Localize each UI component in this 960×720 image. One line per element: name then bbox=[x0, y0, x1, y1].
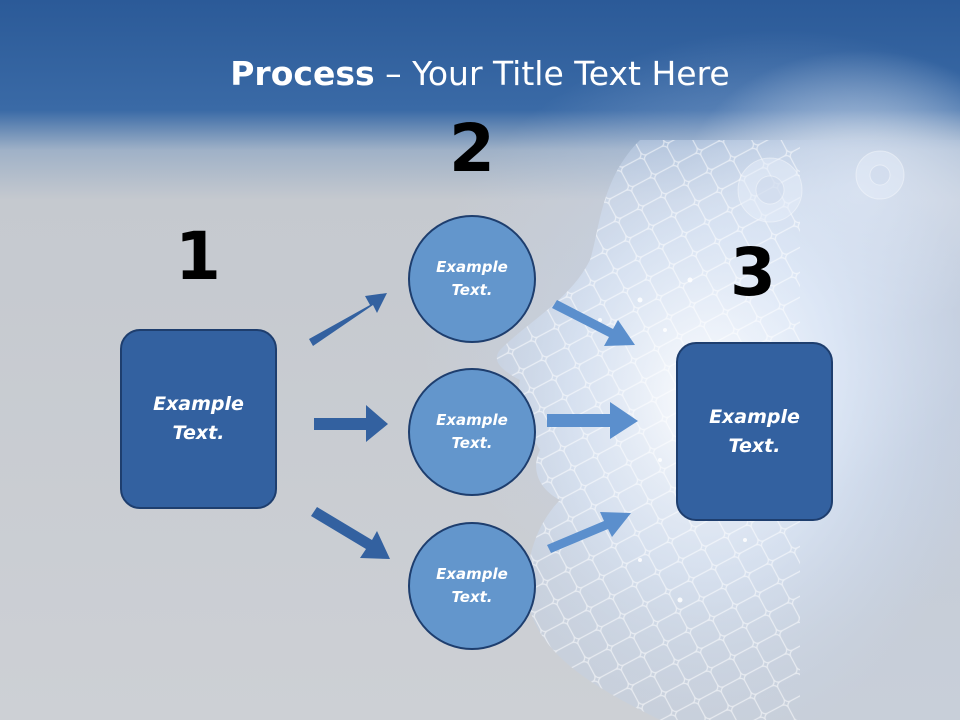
arrow-right-down-icon bbox=[311, 507, 390, 559]
step2-circle-middle-text: Example Text. bbox=[436, 411, 508, 452]
step3-box: Example Text. bbox=[676, 342, 833, 521]
title-bold: Process bbox=[230, 54, 375, 93]
arrow-right-down-icon bbox=[552, 300, 635, 346]
step1-box: Example Text. bbox=[120, 329, 277, 509]
arrow-right-up-icon bbox=[309, 293, 387, 346]
step3-text: Example Text. bbox=[709, 405, 800, 457]
arrow-right-up-icon bbox=[547, 512, 631, 553]
title-rest: – Your Title Text Here bbox=[374, 54, 730, 93]
step2-circle-middle: Example Text. bbox=[408, 368, 536, 496]
arrow-right-icon bbox=[314, 405, 388, 442]
step-number-1: 1 bbox=[175, 218, 221, 295]
step2-circle-top-text: Example Text. bbox=[436, 258, 508, 299]
step2-circle-top: Example Text. bbox=[408, 215, 536, 343]
step-number-2: 2 bbox=[449, 110, 495, 187]
step1-text: Example Text. bbox=[153, 393, 244, 444]
arrow-right-icon bbox=[547, 402, 638, 439]
step2-circle-bottom-text: Example Text. bbox=[436, 565, 508, 606]
step-number-3: 3 bbox=[730, 234, 776, 311]
step2-circle-bottom: Example Text. bbox=[408, 522, 536, 650]
slide-title: Process – Your Title Text Here bbox=[0, 52, 960, 96]
